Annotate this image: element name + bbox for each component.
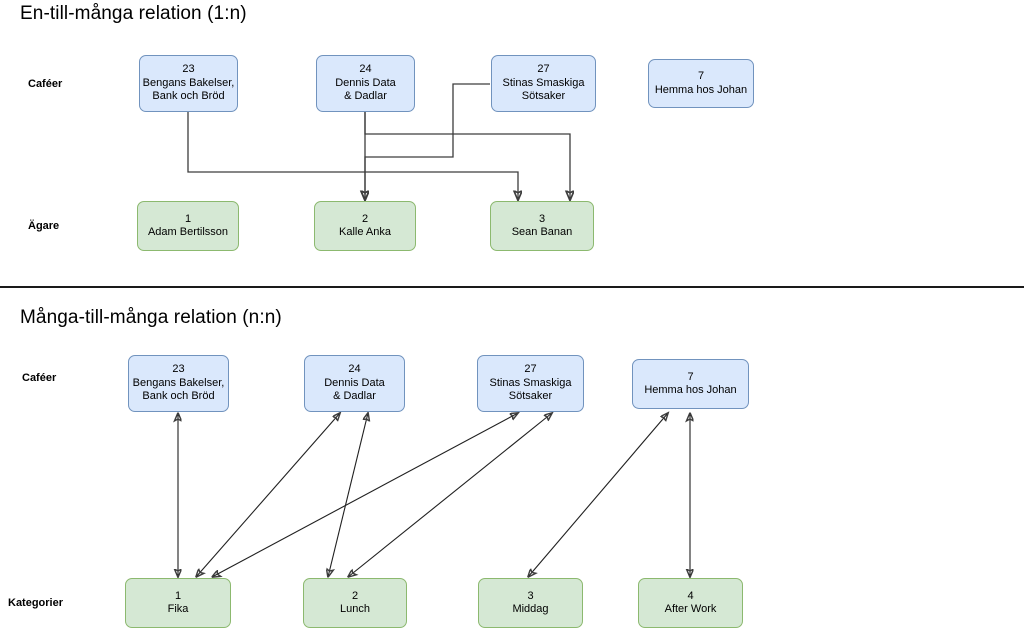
row-label-agare-1n: Ägare (28, 220, 60, 232)
section-many-to-many: Många-till-många relation (n:n) Caféer K… (0, 287, 1024, 631)
node-label-line2: Bank och Bröd (152, 90, 225, 103)
node-label: Lunch (340, 603, 370, 615)
node-id: 7 (687, 370, 694, 383)
node-category-3-nn[interactable]: 3 Middag (478, 578, 583, 628)
node-category-4-nn[interactable]: 4 After Work (638, 578, 743, 628)
node-label-line1: Hemma hos Johan (654, 83, 748, 96)
node-label-line2: Sötsaker (521, 90, 566, 103)
node-label-line1: Dennis Data (335, 76, 396, 89)
node-cafe-23-1n[interactable]: 23 Bengans Bakelser, Bank och Bröd (139, 55, 238, 112)
node-id: 24 (348, 363, 361, 376)
node-label: Kalle Anka (339, 226, 391, 238)
node-label: After Work (664, 603, 717, 615)
node-label-line2: Sötsaker (508, 390, 553, 403)
node-id: 1 (174, 589, 182, 602)
edge-layer-one-to-many (187, 83, 1024, 287)
edge-24-to-lunch (328, 413, 368, 577)
node-cafe-23-nn[interactable]: 23 Bengans Bakelser, Bank och Bröd (128, 355, 229, 412)
node-cafe-27-nn[interactable]: 27 Stinas Smaskiga Sötsaker (477, 355, 584, 412)
section-title-many-to-many: Många-till-många relation (n:n) (20, 307, 282, 328)
node-id: 2 (351, 589, 359, 602)
node-label-line1: Stinas Smaskiga (489, 376, 572, 389)
node-id: 7 (697, 70, 705, 82)
node-label-line1: Bengans Bakelser, (142, 76, 235, 89)
node-id: 4 (687, 589, 694, 602)
node-label-line2: Bank och Bröd (142, 390, 215, 403)
node-label: Fika (167, 603, 189, 615)
node-cafe-27-1n[interactable]: 27 Stinas Smaskiga Sötsaker (491, 55, 596, 112)
node-cafe-24-nn[interactable]: 24 Dennis Data & Dadlar (304, 355, 405, 412)
edge-7-to-middag (528, 413, 668, 577)
row-label-cafeer-nn: Caféer (22, 372, 57, 384)
row-label-kategorier-nn: Kategorier (8, 597, 64, 609)
node-category-2-nn[interactable]: 2 Lunch (303, 578, 407, 628)
section-title-one-to-many: En-till-många relation (1:n) (20, 3, 247, 24)
node-label-line1: Hemma hos Johan (644, 384, 737, 396)
node-label-line1: Dennis Data (324, 376, 385, 389)
edge-27-to-2 (365, 83, 490, 200)
edge-27-to-fika (212, 413, 518, 577)
node-id: 23 (182, 63, 195, 76)
edge-24-to-3 (364, 112, 570, 200)
node-id: 1 (184, 212, 192, 225)
node-owner-3-1n[interactable]: 3 Sean Banan (490, 201, 594, 251)
node-label-line1: Stinas Smaskiga (502, 76, 585, 89)
node-id: 3 (538, 212, 546, 225)
edge-27-to-lunch (348, 413, 552, 577)
node-id: 27 (537, 63, 550, 76)
node-label: Sean Banan (511, 226, 573, 238)
node-cafe-7-1n[interactable]: 7 Hemma hos Johan (648, 59, 754, 108)
node-category-1-nn[interactable]: 1 Fika (125, 578, 231, 628)
node-id: 27 (524, 363, 537, 376)
node-owner-2-1n[interactable]: 2 Kalle Anka (314, 201, 416, 251)
row-label-cafeer-1n: Caféer (28, 78, 63, 90)
section-divider (0, 286, 1024, 288)
node-id: 23 (172, 363, 185, 376)
node-id: 2 (361, 212, 369, 225)
node-cafe-7-nn[interactable]: 7 Hemma hos Johan (632, 359, 749, 409)
node-owner-1-1n[interactable]: 1 Adam Bertilsson (137, 201, 239, 251)
node-cafe-24-1n[interactable]: 24 Dennis Data & Dadlar (316, 55, 415, 112)
node-label: Adam Bertilsson (147, 226, 229, 238)
node-label-line2: & Dadlar (333, 390, 376, 403)
node-id: 24 (359, 63, 372, 76)
edge-23-to-3 (187, 112, 518, 200)
edge-layer-many-to-many (0, 287, 1024, 631)
node-label-line2: & Dadlar (344, 90, 387, 103)
node-label-line1: Bengans Bakelser, (132, 376, 225, 389)
node-label: Middag (512, 603, 549, 615)
section-one-to-many: En-till-många relation (1:n) Caféer Ägar… (0, 0, 1024, 287)
edge-24-to-fika (196, 413, 340, 577)
node-id: 3 (527, 589, 534, 602)
